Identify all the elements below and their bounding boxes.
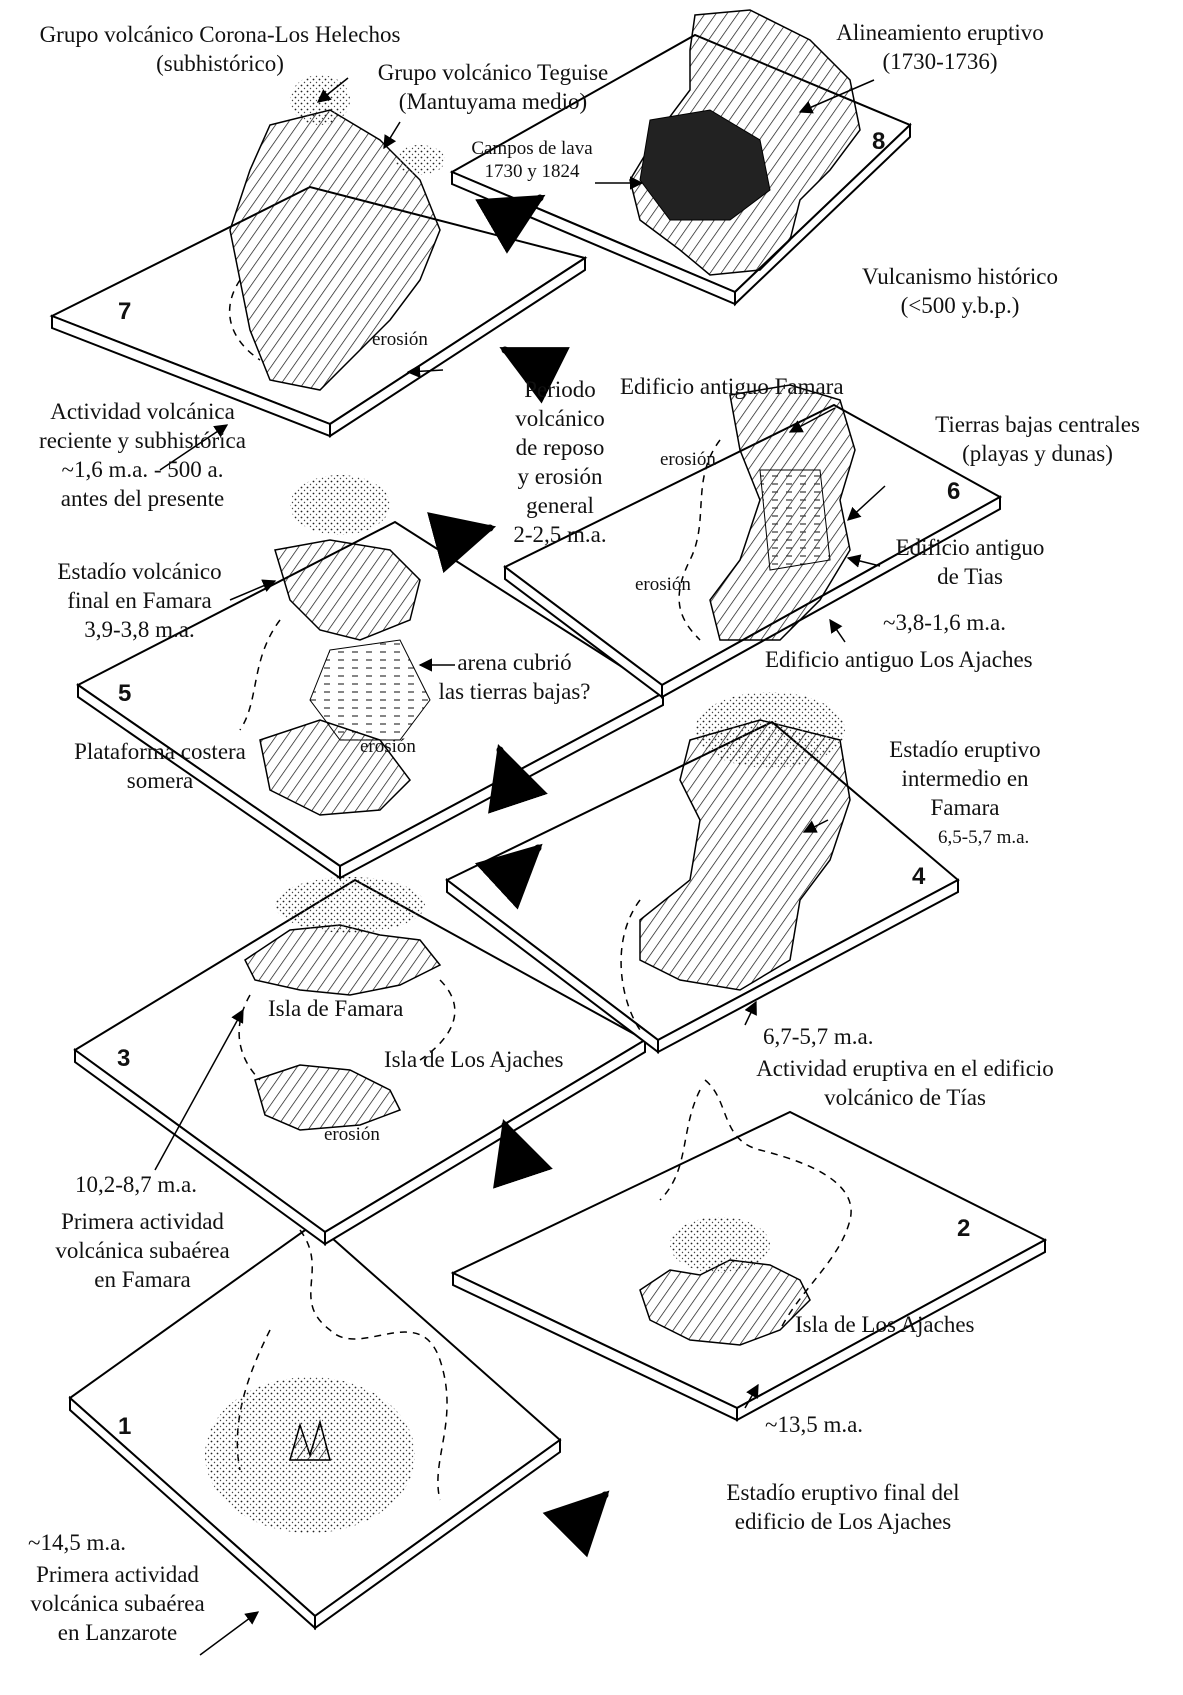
stage-7-teguise-label-line: (Mantuyama medio) — [362, 87, 624, 116]
stage-7-number: 7 — [118, 298, 131, 326]
stage-7-description-line: reciente y subhistórica — [5, 426, 280, 455]
stage-3-feature-famara: Isla de Famara — [268, 994, 403, 1023]
stage-2-number: 2 — [957, 1215, 970, 1243]
stage-6-lowlands-label-line: (playas y dunas) — [900, 439, 1175, 468]
stage-3-description-line: Primera actividad — [30, 1207, 255, 1236]
stage-2-age: ~13,5 m.a. — [765, 1410, 863, 1439]
stage-8-alignment-label-line: Alineamiento eruptivo — [810, 18, 1070, 47]
rest-period-label: Periodo volcánico de reposo y erosión ge… — [490, 375, 630, 549]
stage-6-lowlands-label-line: Tierras bajas centrales — [900, 410, 1175, 439]
stage-7-erosion: erosión — [372, 328, 428, 351]
stage-7-teguise-label: Grupo volcánico Teguise (Mantuyama medio… — [362, 58, 624, 116]
stage-8-lava-label-line: Campos de lava — [452, 137, 612, 160]
stage-7-description-line: ~1,6 m.a. - 500 a. — [5, 455, 280, 484]
stage-5-platform-label-line: somera — [60, 766, 260, 795]
stage-5-platform-label-line: Plataforma costera — [60, 737, 260, 766]
stage-6-tias-label-line: Edificio antiguo — [885, 533, 1055, 562]
flow-arrow-6-7 — [505, 350, 530, 370]
rest-period-line: 2-2,5 m.a. — [490, 520, 630, 549]
stage-4-tias-label-line: Actividad eruptiva en el edificio — [725, 1054, 1085, 1083]
stage-7-description-line: antes del presente — [5, 484, 280, 513]
stage-3-erosion: erosión — [324, 1123, 380, 1146]
stage-4-famara-label: Estadío eruptivo intermedio en Famara — [855, 735, 1075, 822]
stage-2-feature: Isla de Los Ajaches — [795, 1310, 974, 1339]
stage-8-alignment-label: Alineamiento eruptivo (1730-1736) — [810, 18, 1070, 76]
stage-5-sand-label-line: arena cubrió — [427, 648, 602, 677]
stage-8-historic-label-line: (<500 y.b.p.) — [840, 291, 1080, 320]
stage-2-block — [453, 1080, 1045, 1420]
stage-4-tias-age: 6,7-5,7 m.a. — [763, 1022, 874, 1051]
stage-5-final-label: Estadío volcánico final en Famara 3,9-3,… — [42, 557, 237, 644]
stage-5-sand-label-line: las tierras bajas? — [427, 677, 602, 706]
stage-3-description: Primera actividad volcánica subaérea en … — [30, 1207, 255, 1294]
stage-3-age: 10,2-8,7 m.a. — [75, 1170, 197, 1199]
stage-6-tias-label-line: de Tias — [885, 562, 1055, 591]
stage-5-erosion: erosión — [360, 735, 416, 758]
stage-2-description-line: Estadío eruptivo final del — [688, 1478, 998, 1507]
stage-5-final-label-line: Estadío volcánico — [42, 557, 237, 586]
stage-3-description-line: en Famara — [30, 1265, 255, 1294]
rest-period-line: volcánico — [490, 404, 630, 433]
stage-6-famara-label: Edificio antiguo Famara — [620, 372, 844, 401]
stage-8-historic-label-line: Vulcanismo histórico — [840, 262, 1080, 291]
stage-7-teguise-label-line: Grupo volcánico Teguise — [362, 58, 624, 87]
stage-6-age: ~3,8-1,6 m.a. — [883, 608, 1006, 637]
stage-2-description-line: edificio de Los Ajaches — [688, 1507, 998, 1536]
stage-1-description-line: en Lanzarote — [10, 1618, 225, 1647]
stage-6-number: 6 — [947, 478, 960, 506]
stage-5-number: 5 — [118, 680, 131, 708]
flow-arrow-5-6 — [450, 528, 490, 545]
stage-1-description: Primera actividad volcánica subaérea en … — [10, 1560, 225, 1647]
stage-1-description-line: volcánica subaérea — [10, 1589, 225, 1618]
rest-period-line: de reposo — [490, 433, 630, 462]
rest-period-line: general — [490, 491, 630, 520]
stage-4-famara-label-line: intermedio en — [855, 764, 1075, 793]
stage-5-final-label-line: final en Famara — [42, 586, 237, 615]
stage-1-number: 1 — [118, 1413, 131, 1441]
stage-1-description-line: Primera actividad — [10, 1560, 225, 1589]
stage-6-ajaches-label: Edificio antiguo Los Ajaches — [765, 645, 1033, 674]
stage-5-sand-label: arena cubrió las tierras bajas? — [427, 648, 602, 706]
stage-3-description-line: volcánica subaérea — [30, 1236, 255, 1265]
stage-6-erosion-top: erosión — [660, 448, 716, 471]
stage-5-final-label-line: 3,9-3,8 m.a. — [42, 615, 237, 644]
stage-3-feature-ajaches: Isla de Los Ajaches — [384, 1045, 563, 1074]
stage-8-lava-label-line: 1730 y 1824 — [452, 160, 612, 183]
stage-8-lava-label: Campos de lava 1730 y 1824 — [452, 137, 612, 183]
stage-5-platform-label: Plataforma costera somera — [60, 737, 260, 795]
stage-6-tias-label: Edificio antiguo de Tias — [885, 533, 1055, 591]
flow-arrow-2-3 — [505, 1125, 532, 1165]
rest-period-line: y erosión — [490, 462, 630, 491]
stage-4-tias-label: Actividad eruptiva en el edificio volcán… — [725, 1054, 1085, 1112]
flow-arrow-1-2 — [570, 1495, 605, 1513]
stage-8-alignment-label-line: (1730-1736) — [810, 47, 1070, 76]
stage-4-famara-age: 6,5-5,7 m.a. — [938, 826, 1029, 849]
stage-8-historic-label: Vulcanismo histórico (<500 y.b.p.) — [840, 262, 1080, 320]
stage-4-famara-label-line: Famara — [855, 793, 1075, 822]
stage-6-erosion-bottom: erosión — [635, 573, 691, 596]
stage-8-number: 8 — [872, 128, 885, 156]
stage-6-lowlands-label: Tierras bajas centrales (playas y dunas) — [900, 410, 1175, 468]
rest-period-line: Periodo — [490, 375, 630, 404]
stage-4-tias-label-line: volcánico de Tías — [725, 1083, 1085, 1112]
stage-7-description: Actividad volcánica reciente y subhistór… — [5, 397, 280, 513]
stage-4-famara-label-line: Estadío eruptivo — [855, 735, 1075, 764]
stage-7-description-line: Actividad volcánica — [5, 397, 280, 426]
stage-2-description: Estadío eruptivo final del edificio de L… — [688, 1478, 998, 1536]
stage-7-corona-label-line: Grupo volcánico Corona-Los Helechos — [10, 20, 430, 49]
stage-1-age: ~14,5 m.a. — [28, 1528, 126, 1557]
stage-3-number: 3 — [117, 1045, 130, 1073]
stage-4-number: 4 — [912, 863, 925, 891]
